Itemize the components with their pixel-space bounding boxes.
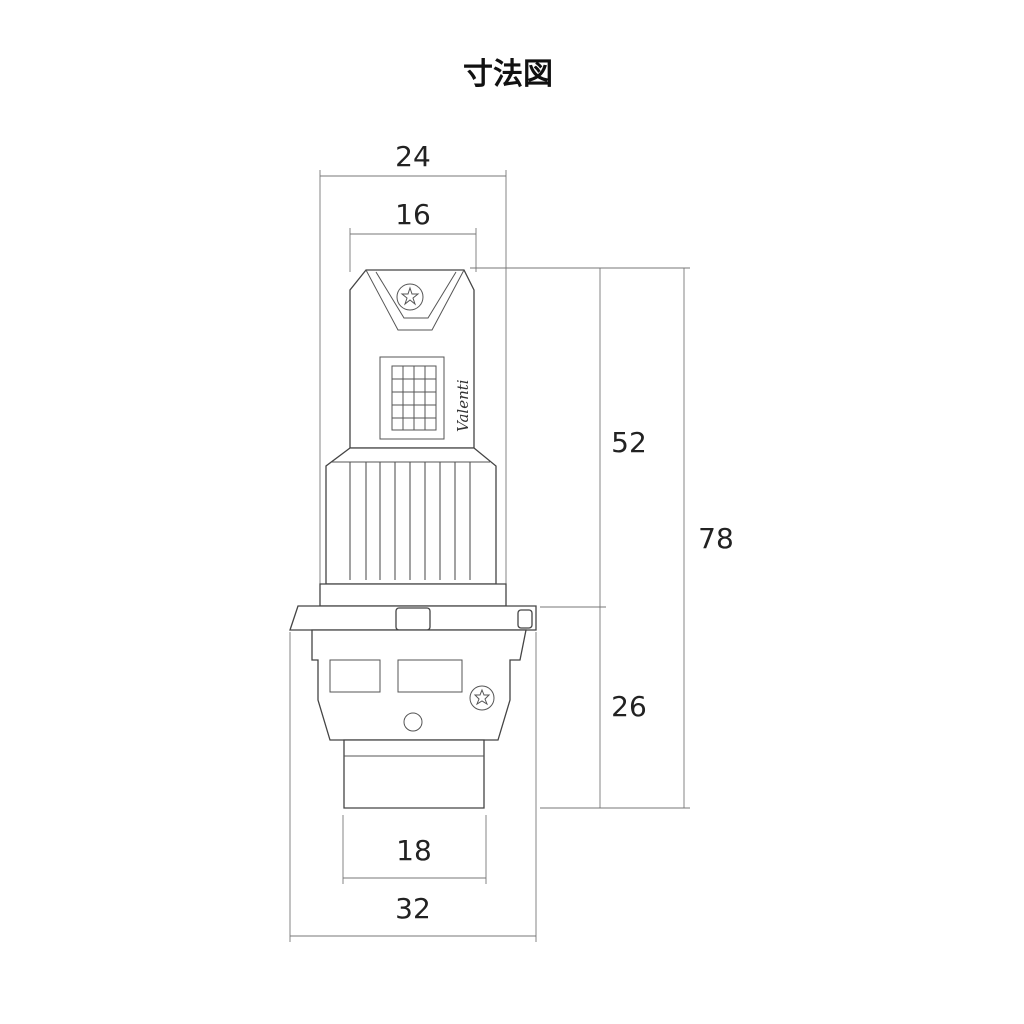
dim-label-24: 24 bbox=[395, 140, 431, 173]
dim-label-52: 52 bbox=[611, 426, 647, 459]
dimension-lines bbox=[289, 170, 690, 942]
dim-label-32: 32 bbox=[395, 892, 431, 925]
dim-label-26: 26 bbox=[611, 690, 647, 723]
brand-logo: Valenti bbox=[454, 379, 472, 432]
dim-label-18: 18 bbox=[396, 834, 432, 867]
dim-label-78: 78 bbox=[698, 522, 734, 555]
drawing-title: 寸法図 bbox=[463, 57, 553, 92]
dim-label-16: 16 bbox=[395, 198, 431, 231]
torx-screw-icon bbox=[469, 685, 495, 711]
bulb-outline bbox=[289, 269, 537, 809]
torx-screw-icon bbox=[396, 283, 424, 311]
